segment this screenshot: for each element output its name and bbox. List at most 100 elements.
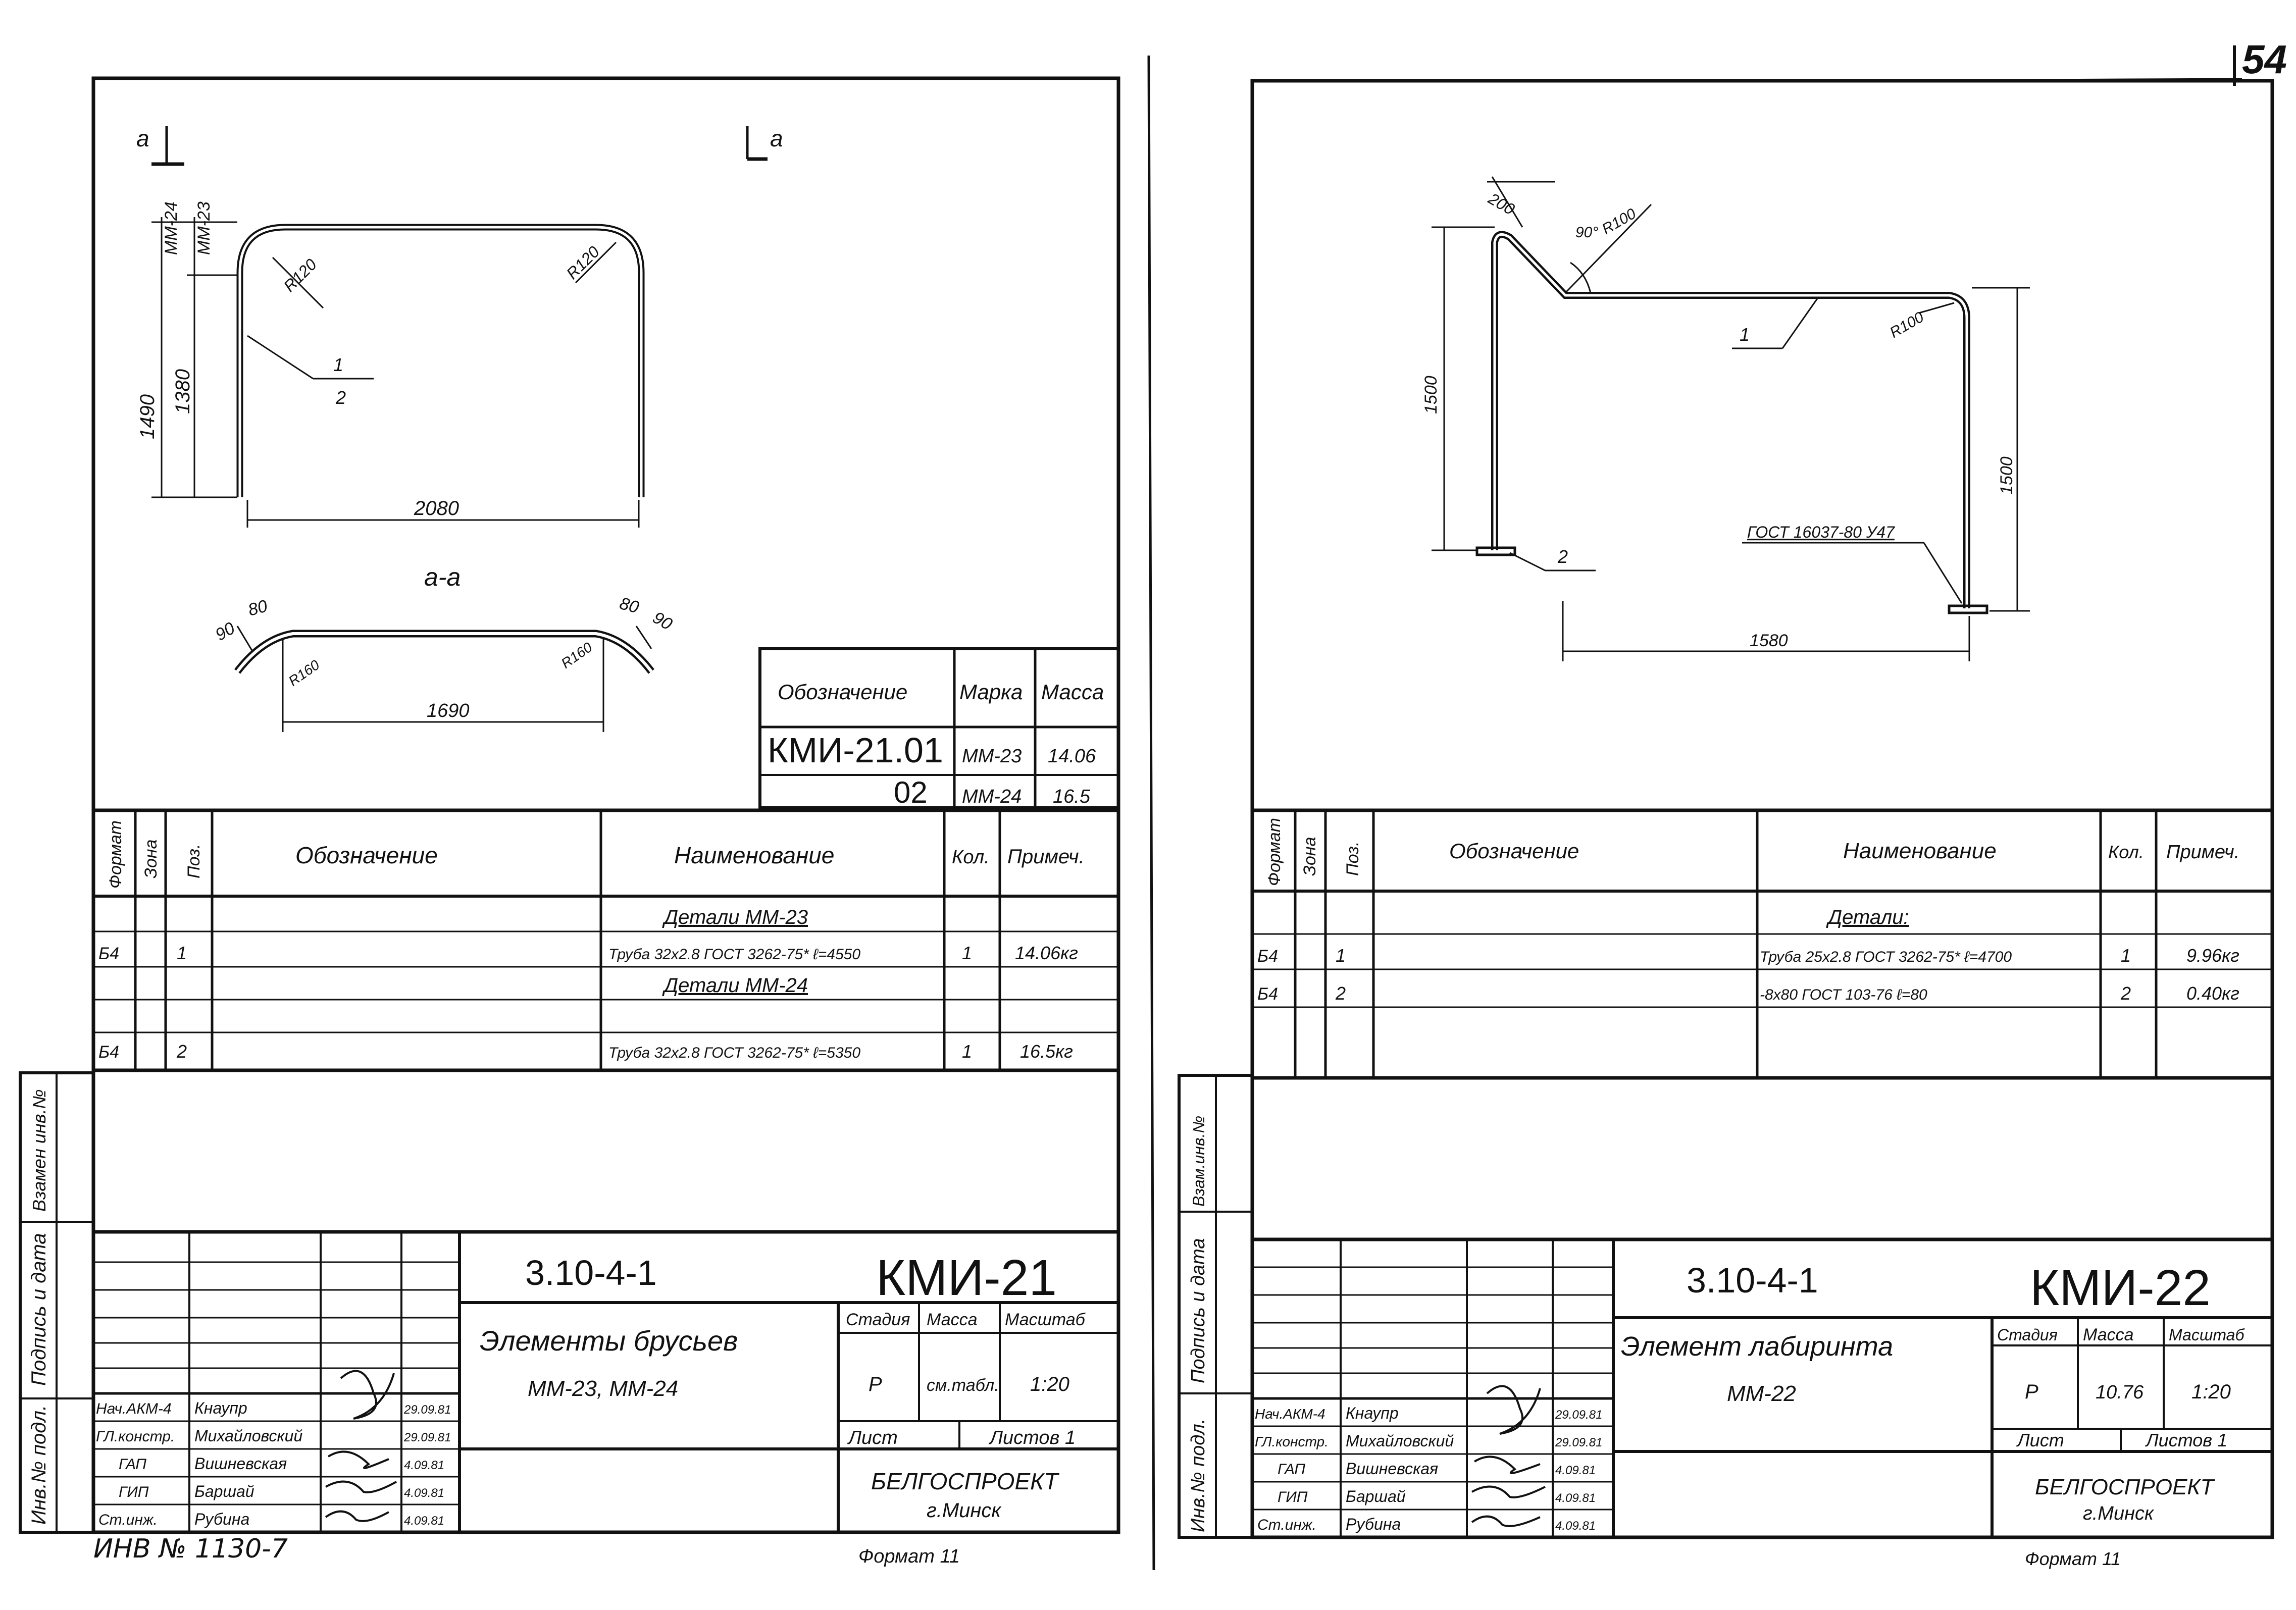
spec-header-name: Наименование [1843,839,1997,863]
sheet-kmi-21 [19,76,1120,1534]
spec-row-3-format: Б4 [1257,984,1278,1004]
sheet-kmi-22 [1178,79,2274,1539]
kmi21-texts: а а ММ-24 ММ-23 1490 1380 R120 R120 2080… [28,125,1104,1567]
staff-date-5: 4.09.81 [404,1514,444,1528]
scale-value: 1:20 [2191,1381,2231,1403]
spec-header-qty: Кол. [952,847,990,868]
org-name: БЕЛГОСПРОЕКТ [2035,1475,2215,1499]
staff-date-1: 29.09.81 [1555,1408,1602,1422]
spec-row-2-pos: 1 [177,943,187,963]
format-label: Формат 11 [2025,1548,2121,1569]
title-code: КМИ-21 [876,1250,1057,1306]
spec-header-zone: Зона [1300,837,1319,876]
org-name: БЕЛГОСПРОЕКТ [871,1468,1059,1494]
dim-top-b: ММ-23 [194,201,214,255]
spec-row-2-pos: 1 [1336,945,1346,966]
spec-row-2-note: 9.96кг [2186,945,2239,966]
variant-header-designation: Обозначение [778,680,907,704]
variant-header-mass: Масса [1041,680,1104,704]
signature-2 [327,1450,389,1469]
dim-height-left: 1500 [1421,376,1441,414]
sec-left-b: 80 [246,596,269,620]
sheet-divider [1147,55,1155,1571]
sheets-label: Листов 1 [988,1427,1076,1448]
variant-row-2-mass: 16.5 [1053,786,1091,807]
dim-radius-top: R100 [1599,205,1639,238]
staff-date-1: 29.09.81 [403,1403,451,1417]
stage-header: Стадия [846,1310,910,1329]
variant-row-1-mass: 14.06 [1048,746,1096,767]
inventory-note: ИНВ № 1130-7 [93,1534,288,1564]
side-label-signature: Подпись и дата [1188,1238,1209,1383]
spec-row-1-name: Детали: [1826,906,1909,928]
dim-width: 2080 [414,497,459,520]
variant-row-1-designation: КМИ-21.01 [768,731,943,770]
sec-radius-right: R160 [558,639,595,671]
dim-top-a: ММ-24 [162,201,181,255]
scale-header: Масштаб [2169,1326,2244,1344]
staff-date-2: 29.09.81 [403,1431,451,1444]
title-block-frame [91,1230,1120,1534]
mass-header: Масса [927,1310,978,1329]
staff-role-3: ГАП [119,1456,146,1473]
section-marker-left: а [136,125,149,151]
spec-row-2-qty: 1 [2121,945,2131,966]
sheet-label: Лист [847,1427,898,1448]
stage-header: Стадия [1997,1326,2058,1344]
dim-angle: 90° [1575,224,1598,241]
staff-name-3: Вишневская [194,1455,287,1473]
spec-row-4-format: Б4 [98,1043,119,1062]
title-project: 3.10-4-1 [1687,1261,1818,1300]
staff-name-1: Кнаупр [1346,1404,1399,1422]
signature-1 [340,1370,395,1420]
staff-date-3: 4.09.81 [404,1459,444,1472]
staff-name-3: Вишневская [1346,1460,1438,1478]
title-line-1: Элемент лабиринта [1621,1331,1893,1362]
spec-row-4-qty: 1 [962,1041,972,1062]
spec-header-pos: Поз. [184,844,203,878]
side-label-replace: Взам.инв.№ [1190,1116,1208,1207]
staff-name-2: Михайловский [194,1427,302,1445]
side-label-inventory: Инв.№ подл. [1188,1419,1209,1532]
spec-row-2-format: Б4 [1257,947,1278,966]
sheets-label: Листов 1 [2145,1430,2227,1450]
variant-row-2-mark: ММ-24 [962,786,1022,807]
sec-right-b: 90 [649,608,676,634]
dim-height-total: 1490 [136,394,159,439]
sec-radius-left: R160 [286,657,323,689]
format-label: Формат 11 [858,1546,960,1567]
spec-row-3-qty: 2 [2120,983,2131,1004]
spec-header-pos: Поз. [1343,842,1362,876]
spec-row-4-pos: 2 [176,1041,187,1062]
spec-row-4-name: Труба 32х2.8 ГОСТ 3262-75* ℓ=5350 [608,1045,860,1061]
title-line-1: Элементы брусьев [480,1325,738,1357]
leader-pos-2: 2 [1557,546,1568,567]
title-block-frame [1250,1237,2274,1539]
dim-radius-right: R100 [1887,308,1927,341]
sheet-label: Лист [2016,1430,2064,1450]
staff-name-1: Кнаупр [194,1399,247,1417]
dim-radius-left: R120 [280,255,320,295]
staff-role-4: ГИП [1278,1489,1308,1505]
mass-value: 10.76 [2096,1382,2144,1403]
signature-1 [1486,1385,1541,1435]
spec-row-2-qty: 1 [962,943,972,963]
stage-value: Р [2025,1381,2038,1403]
spec-header-note: Примеч. [2166,842,2239,863]
gost-note: ГОСТ 16037-80 У47 [1747,523,1895,541]
signature-2 [1473,1456,1541,1474]
staff-role-5: Ст.инж. [1257,1517,1316,1533]
section-marker-right: а [770,125,783,151]
spec-row-3-name: -8х80 ГОСТ 103-76 ℓ=80 [1760,986,1927,1003]
signature-4 [325,1510,389,1522]
section-title: а-а [424,563,461,591]
spec-row-2-format: Б4 [98,944,119,963]
dim-width: 1580 [1750,631,1788,650]
spec-header-name: Наименование [674,842,834,868]
staff-date-4: 4.09.81 [1555,1491,1596,1505]
dim-radius-right: R120 [563,242,603,283]
staff-date-5: 4.09.81 [1555,1519,1596,1533]
spec-header-zone: Зона [141,840,161,878]
spec-row-2-note: 14.06кг [1015,943,1078,963]
spec-header-format: Формат [1265,818,1284,886]
